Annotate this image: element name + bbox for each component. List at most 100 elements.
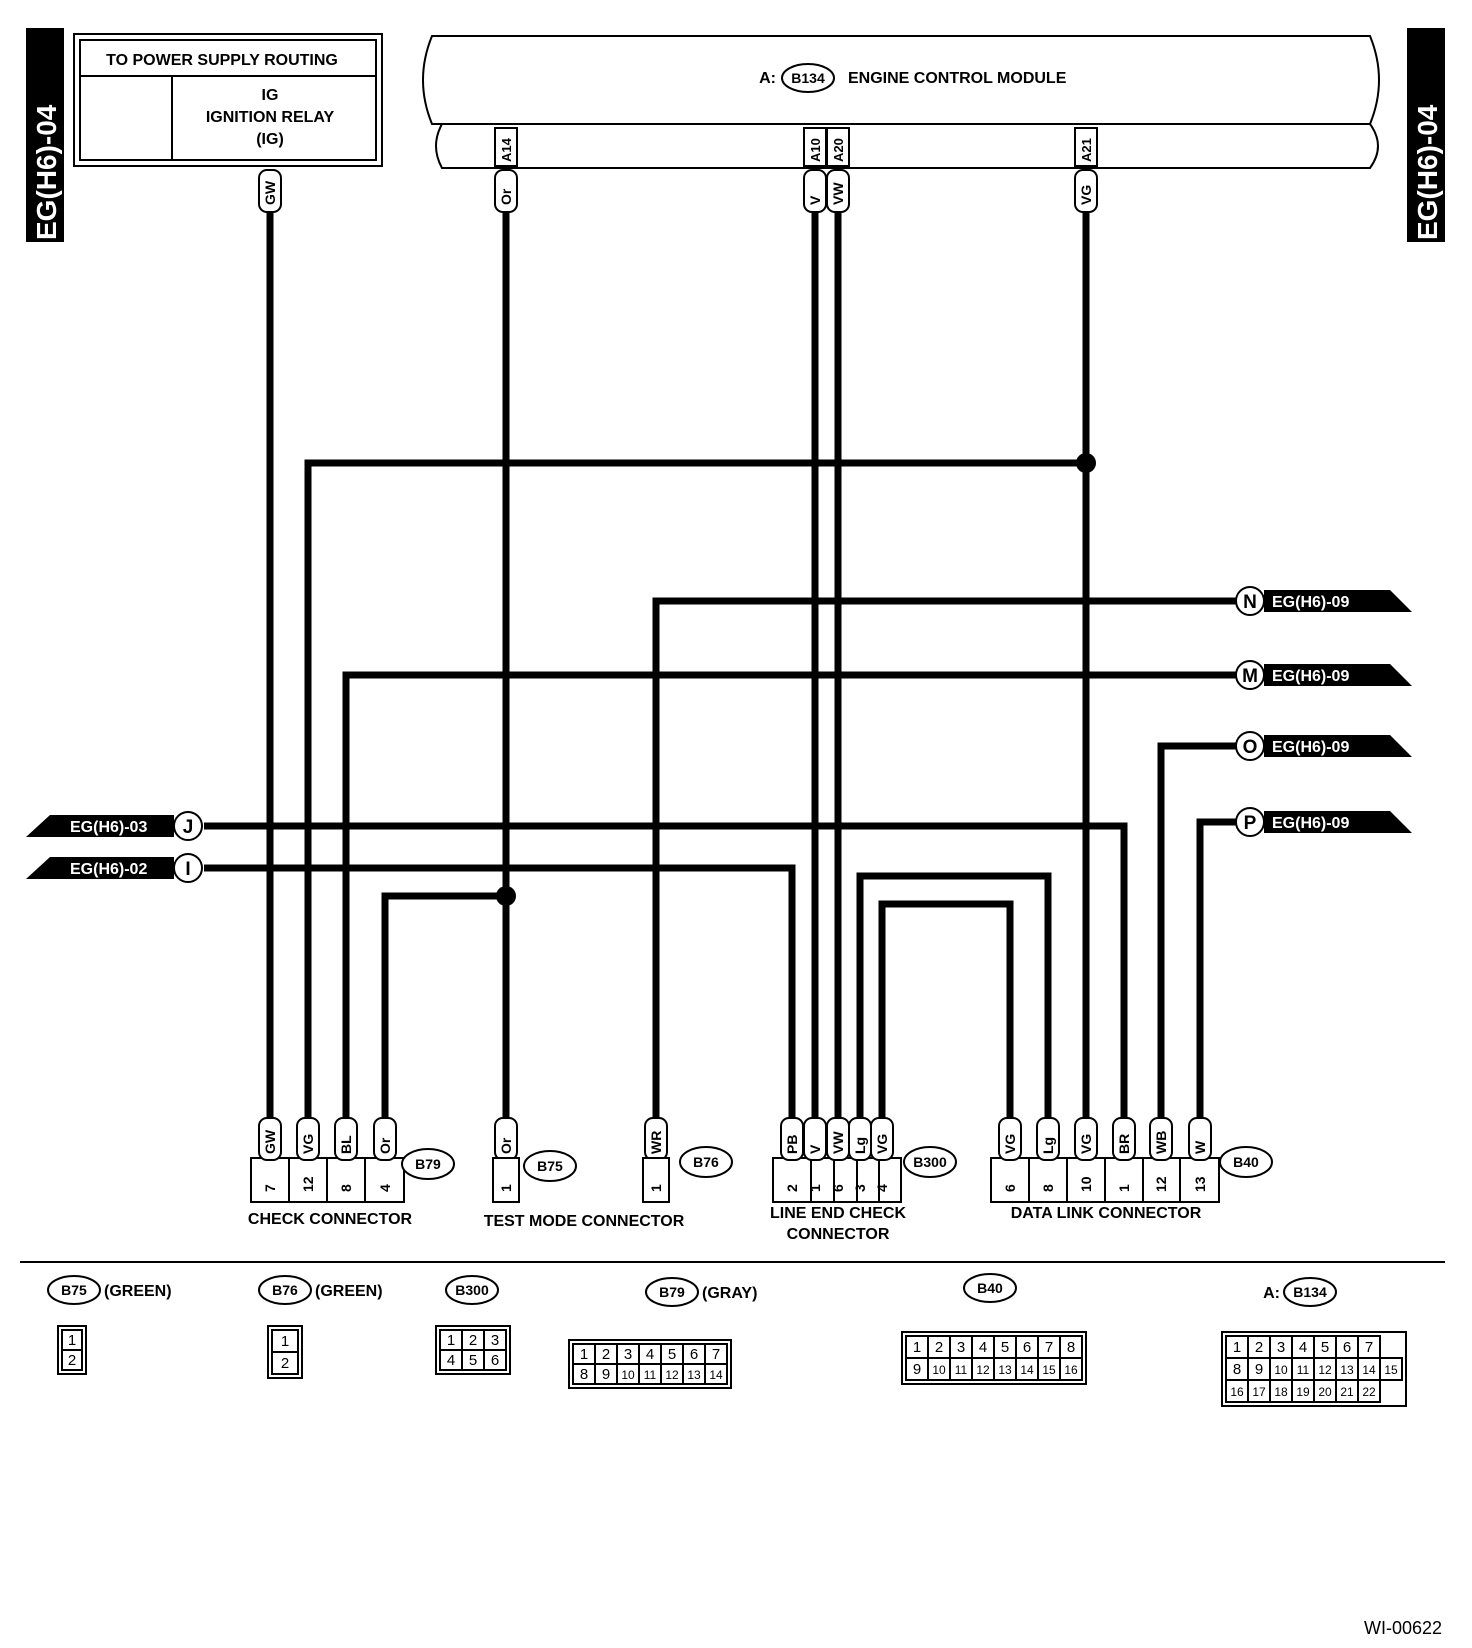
- connector-pin: Or1: [492, 1117, 520, 1203]
- connector-pin: BL 8: [334, 1117, 366, 1202]
- legend-cavity: 10: [621, 1368, 635, 1382]
- legend-cavity: 12: [1318, 1363, 1332, 1377]
- pin-wire-color: BL: [338, 1135, 354, 1154]
- splice-vg: [1076, 453, 1096, 473]
- ecm-pin-wire-color: Or: [498, 188, 514, 205]
- legend-cavity: 5: [1321, 1339, 1329, 1356]
- wire-o-wb: [1157, 742, 1238, 1118]
- legend-cavity: 2: [469, 1332, 477, 1349]
- legend-cavity: 8: [580, 1366, 588, 1383]
- ecm-pin-number: A20: [831, 138, 846, 162]
- legend-cavity: 12: [976, 1363, 990, 1377]
- legend-cavity: 6: [690, 1346, 698, 1363]
- pin-number: 10: [1078, 1176, 1094, 1192]
- legend-cavity: 14: [1362, 1363, 1376, 1377]
- legend-cavity: 14: [709, 1368, 723, 1382]
- power-wire-color: GW: [262, 180, 278, 205]
- pin-number: 1: [1116, 1184, 1132, 1192]
- legend-cavity: 9: [1255, 1361, 1263, 1378]
- right-page-tag-label: EG(H6)-04: [1412, 104, 1443, 240]
- legend-cavity: 4: [646, 1346, 654, 1363]
- pin-number: 13: [1192, 1176, 1208, 1192]
- pin-wire-color: Or: [377, 1137, 393, 1154]
- pin-wire-color: PB: [784, 1135, 800, 1154]
- wire-lg-loop: [856, 872, 1052, 1118]
- legend-cavity: 3: [624, 1346, 632, 1363]
- legend-cavity: 9: [602, 1366, 610, 1383]
- pin-number: 8: [1040, 1184, 1056, 1192]
- power-supply-box: TO POWER SUPPLY ROUTING IG IGNITION RELA…: [73, 33, 383, 167]
- ecm-label: ENGINE CONTROL MODULE: [848, 70, 1067, 87]
- legend-cavity: 1: [447, 1332, 455, 1349]
- connector-pin: BR1: [1112, 1117, 1144, 1202]
- pin-number: 8: [338, 1184, 354, 1192]
- legend-cavity: 4: [1299, 1339, 1307, 1356]
- legend-id: B134: [1293, 1284, 1327, 1300]
- connector-name: LINE END CHECK: [770, 1205, 906, 1222]
- wire-j-br: [204, 822, 1128, 1118]
- pin-number: 1: [648, 1184, 664, 1192]
- legend-cavity: 5: [1001, 1339, 1009, 1356]
- legend-cavity: 13: [687, 1368, 701, 1382]
- connector-name: CHECK CONNECTOR: [248, 1211, 413, 1228]
- pin-wire-color: Or: [498, 1137, 514, 1154]
- legend-cavity: 3: [491, 1332, 499, 1349]
- power-box-title: TO POWER SUPPLY ROUTING: [106, 52, 338, 69]
- legend-cavity: 2: [602, 1346, 610, 1363]
- pin-wire-color: WB: [1153, 1131, 1169, 1154]
- offpage-ref: EG(H6)-09: [1272, 739, 1349, 756]
- legend-cavity: 15: [1384, 1363, 1398, 1377]
- connector-pin: Lg3: [848, 1117, 880, 1202]
- legend-cavity: 7: [1045, 1339, 1053, 1356]
- connector-b76: WR1 B76: [642, 1117, 733, 1203]
- connector-name: TEST MODE CONNECTOR: [484, 1213, 685, 1230]
- legend-cavity: 11: [1297, 1363, 1310, 1377]
- legend-cavity: 4: [447, 1352, 455, 1369]
- wire-i-pb: [204, 864, 796, 1118]
- connector-pin: GW7: [258, 1117, 290, 1202]
- pin-wire-color: VG: [1002, 1134, 1018, 1154]
- left-page-tag-label: EG(H6)-04: [31, 104, 62, 240]
- legend-cavity: 7: [1365, 1339, 1373, 1356]
- legend-cavity: 19: [1296, 1385, 1310, 1399]
- legend-id: B79: [659, 1284, 685, 1300]
- pin-wire-color: GW: [262, 1129, 278, 1154]
- legend-cavity: 3: [1277, 1339, 1285, 1356]
- offpage-ref: EG(H6)-09: [1272, 815, 1349, 832]
- legend-cavity: 13: [998, 1363, 1012, 1377]
- wire-n-wr: [652, 597, 1238, 1118]
- pin-wire-color: Lg: [1040, 1137, 1056, 1154]
- legend-cavity: 6: [1343, 1339, 1351, 1356]
- pin-number: 12: [1153, 1176, 1169, 1192]
- connector-pin: WR1: [642, 1117, 670, 1203]
- connector-pin: Or 4: [373, 1117, 405, 1202]
- offpage-letter: M: [1242, 666, 1258, 687]
- pin-number: 4: [377, 1184, 393, 1192]
- pin-number: 3: [852, 1184, 868, 1192]
- legend-cavity: 8: [1067, 1339, 1075, 1356]
- legend-b76: B76(GREEN)12: [258, 1275, 383, 1379]
- connector-pin: VG4: [870, 1117, 902, 1202]
- connector-name: DATA LINK CONNECTOR: [1011, 1205, 1202, 1222]
- offpage-letter: O: [1243, 737, 1258, 758]
- pin-wire-color: VW: [830, 1131, 846, 1154]
- legend-cavity: 1: [1233, 1339, 1241, 1356]
- pin-number: 2: [784, 1184, 800, 1192]
- legend-b75: B75(GREEN)12: [47, 1275, 172, 1375]
- connector-name-2: CONNECTOR: [787, 1226, 890, 1243]
- pin-wire-color: VG: [300, 1134, 316, 1154]
- legend-id: B76: [272, 1282, 298, 1298]
- connector-id: B76: [693, 1154, 719, 1170]
- offpage-ref: EG(H6)-09: [1272, 668, 1349, 685]
- legend-cavity: 4: [979, 1339, 987, 1356]
